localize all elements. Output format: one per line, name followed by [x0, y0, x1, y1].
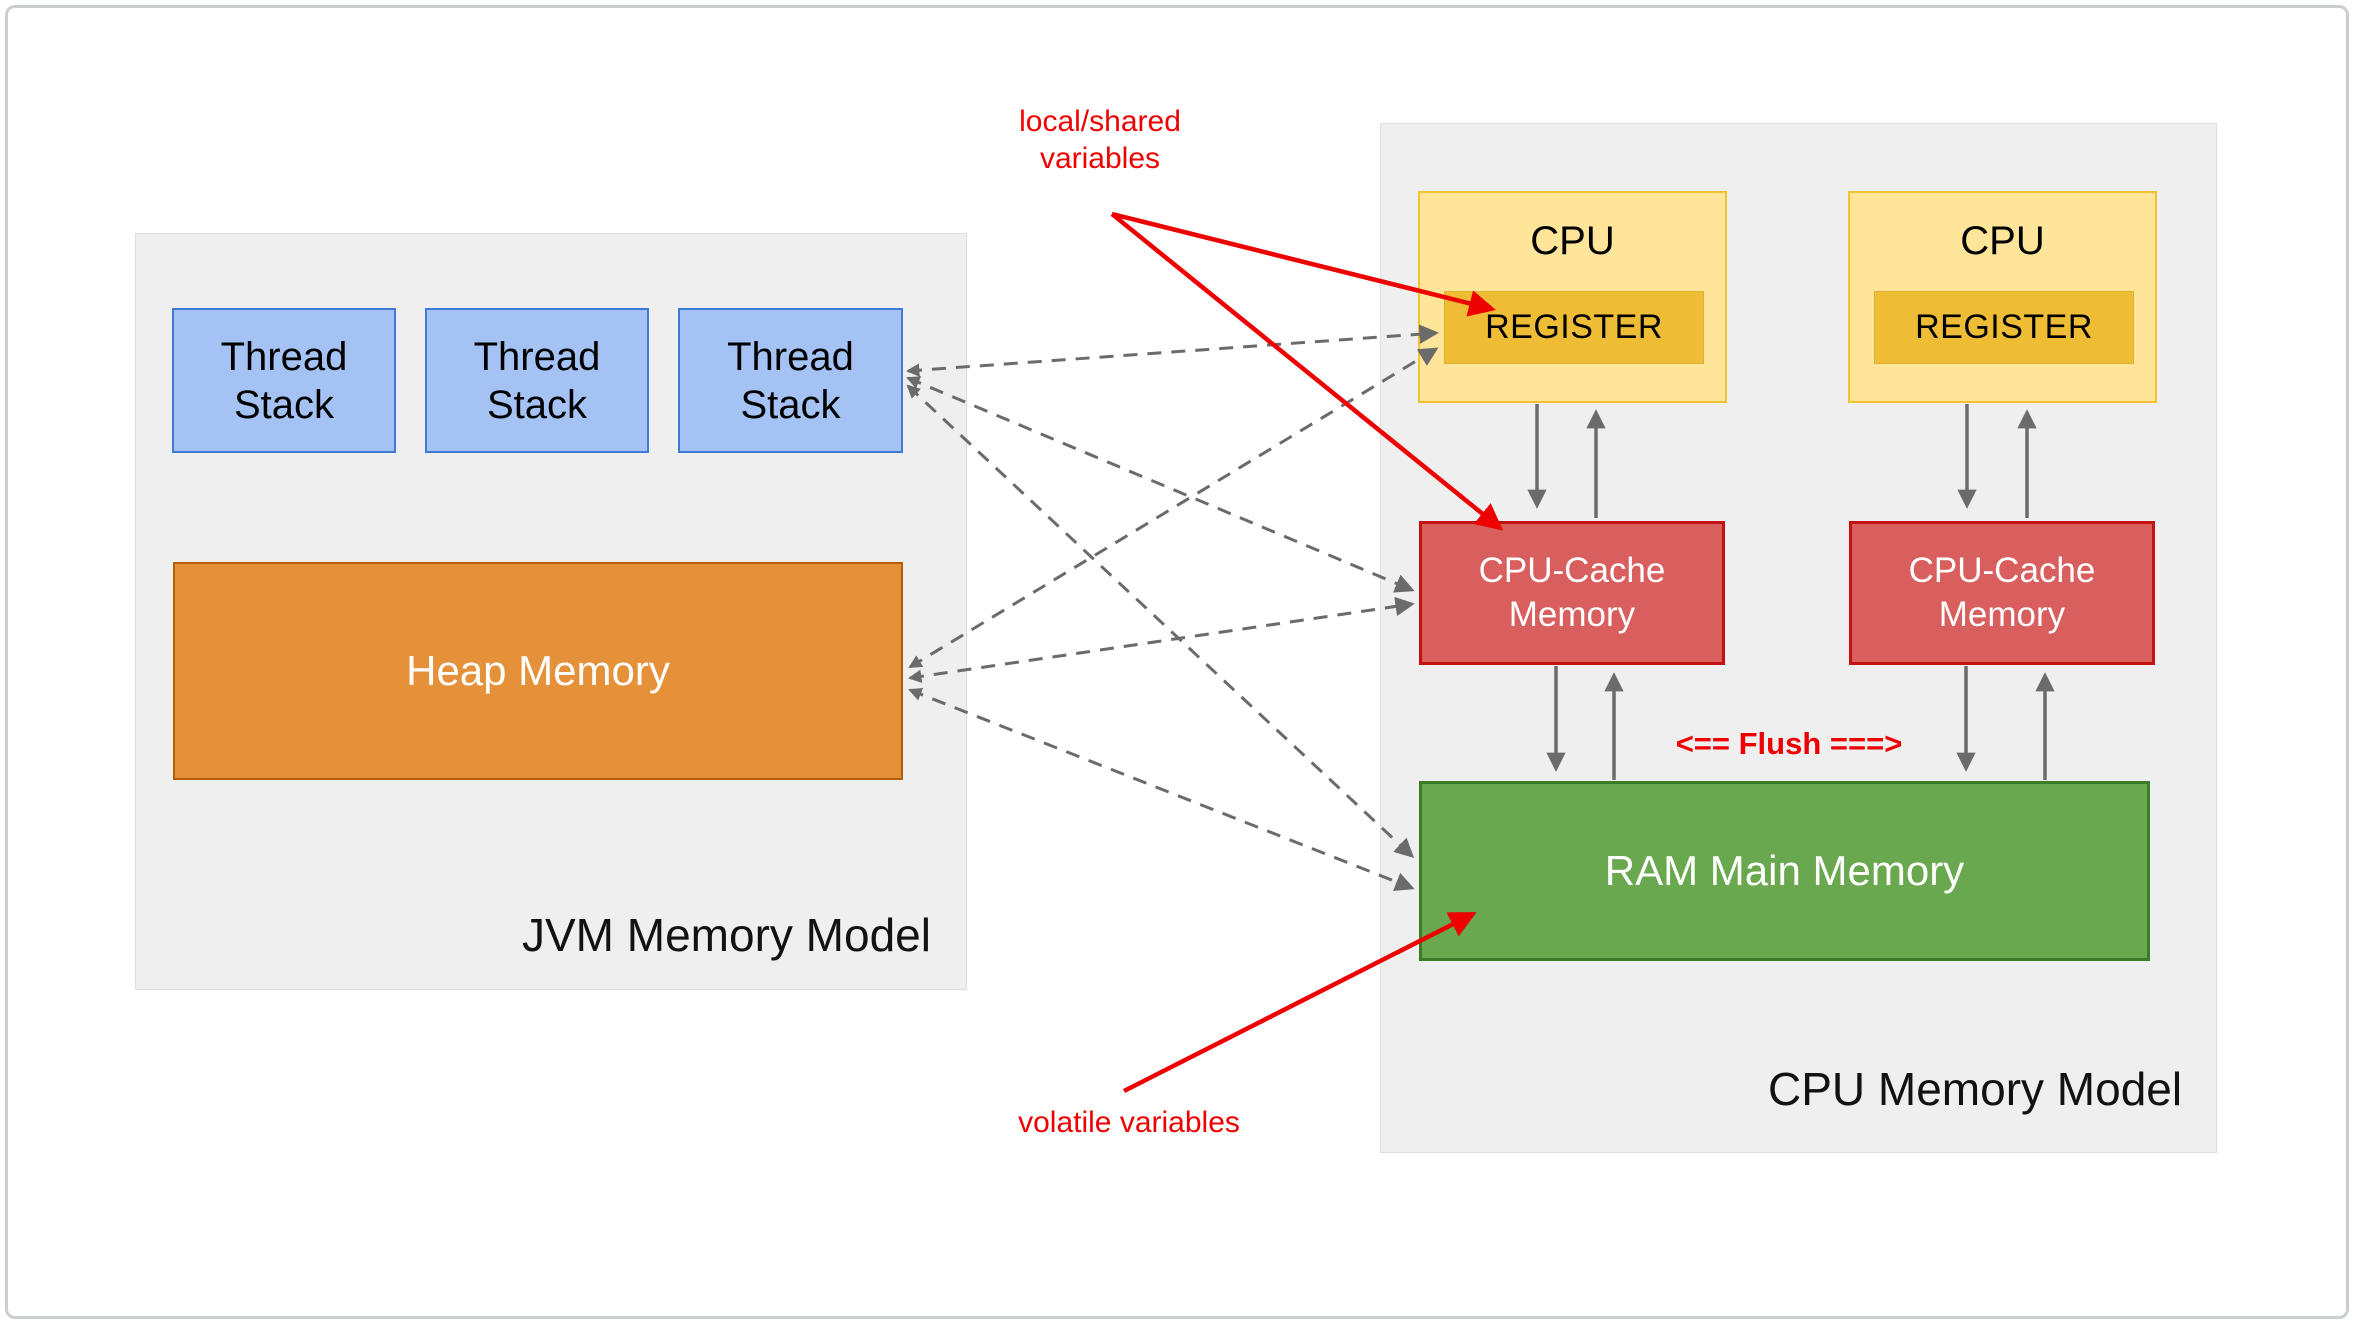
volatile-variables-annotation: volatile variables — [1018, 1106, 1240, 1139]
cpu-memory-model-label: CPU Memory Model — [1768, 1063, 2183, 1115]
thread-stack-box-2: Thread Stack — [425, 308, 649, 453]
cpu-cache-box-2: CPU-Cache Memory — [1849, 521, 2155, 665]
cpu-box-1: CPU REGISTER — [1418, 191, 1727, 403]
heap-memory-box: Heap Memory — [173, 562, 903, 780]
thread-stack-box-1: Thread Stack — [172, 308, 396, 453]
jvm-memory-model-label: JVM Memory Model — [522, 909, 931, 961]
thread-stack-box-3: Thread Stack — [678, 308, 903, 453]
cpu-label-2: CPU — [1960, 219, 2045, 263]
cpu-label-1: CPU — [1530, 219, 1615, 263]
dashed-arrow-threadstack-cache — [906, 376, 1415, 593]
cpu-cache-box-1: CPU-Cache Memory — [1419, 521, 1725, 665]
dashed-arrow-threadstack-register — [905, 324, 1439, 377]
cpu-box-2: CPU REGISTER — [1848, 191, 2157, 403]
ram-main-memory-box: RAM Main Memory — [1419, 781, 2150, 961]
dashed-arrow-heap-cache — [907, 596, 1415, 684]
local-shared-variables-annotation: local/shared variables — [1019, 105, 1181, 175]
dashed-arrow-heap-ram — [908, 687, 1415, 891]
register-box-2: REGISTER — [1874, 291, 2134, 364]
dashed-arrow-heap-register — [908, 347, 1439, 669]
dashed-arrow-threadstack-ram — [906, 384, 1415, 858]
flush-annotation: <== Flush ===> — [1675, 726, 1903, 761]
register-box-1: REGISTER — [1444, 291, 1704, 364]
